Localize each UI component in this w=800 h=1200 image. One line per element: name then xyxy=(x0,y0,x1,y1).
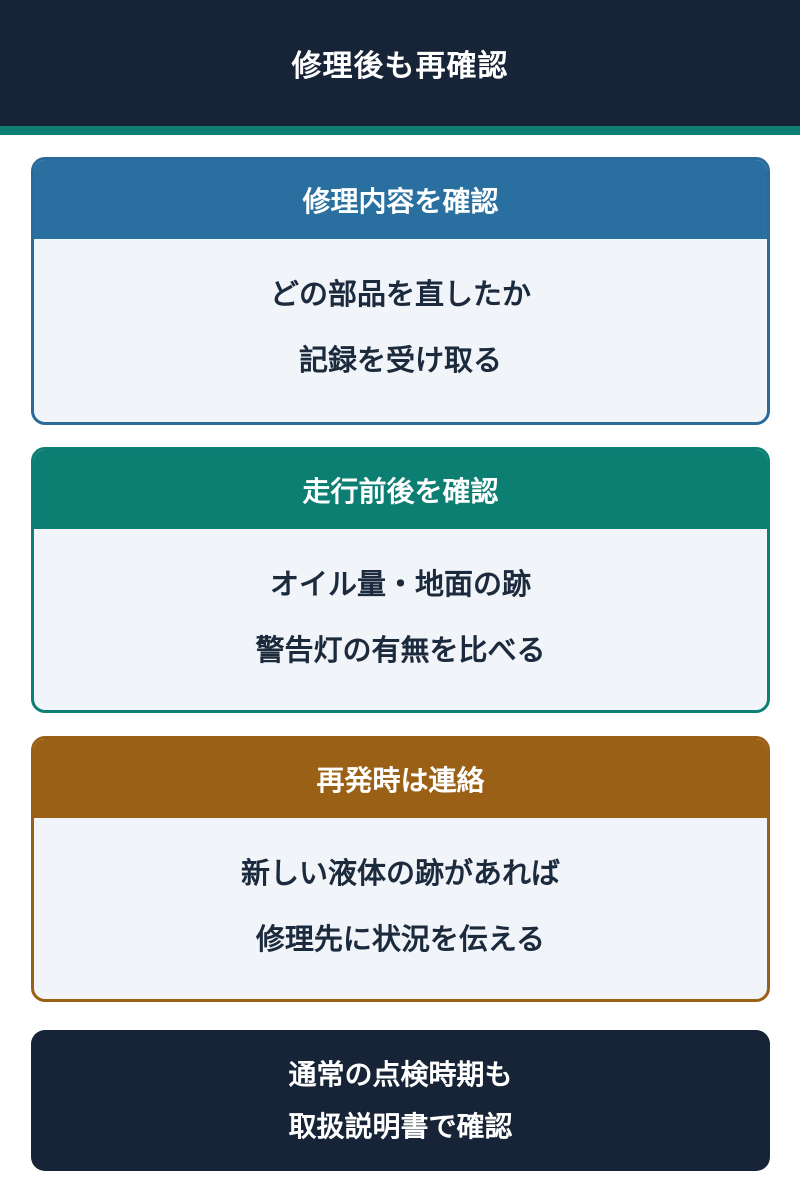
card-title: 走行前後を確認 xyxy=(34,450,767,529)
card-title: 修理内容を確認 xyxy=(34,160,767,239)
card-line: 新しい液体の跡があれば xyxy=(240,856,560,890)
card-body: 新しい液体の跡があれば 修理先に状況を伝える xyxy=(34,818,767,972)
footer-line: 取扱説明書で確認 xyxy=(288,1109,513,1143)
card-line: 修理先に状況を伝える xyxy=(255,922,546,956)
footer-note: 通常の点検時期も 取扱説明書で確認 xyxy=(31,1030,770,1171)
card-body: どの部品を直したか 記録を受け取る xyxy=(34,239,767,393)
card-line: 記録を受け取る xyxy=(298,343,502,377)
footer-line: 通常の点検時期も xyxy=(288,1057,513,1091)
card-repair-details: 修理内容を確認 どの部品を直したか 記録を受け取る xyxy=(31,157,770,425)
card-title: 再発時は連絡 xyxy=(34,739,767,818)
card-before-after-drive: 走行前後を確認 オイル量・地面の跡 警告灯の有無を比べる xyxy=(31,447,770,713)
page-header: 修理後も再確認 xyxy=(0,0,800,126)
card-line: どの部品を直したか xyxy=(269,277,531,311)
card-body: オイル量・地面の跡 警告灯の有無を比べる xyxy=(34,529,767,683)
page-title: 修理後も再確認 xyxy=(291,49,509,84)
header-accent-stripe xyxy=(0,126,800,135)
card-recurrence-contact: 再発時は連絡 新しい液体の跡があれば 修理先に状況を伝える xyxy=(31,736,770,1002)
card-line: 警告灯の有無を比べる xyxy=(255,633,546,667)
card-line: オイル量・地面の跡 xyxy=(269,567,531,601)
